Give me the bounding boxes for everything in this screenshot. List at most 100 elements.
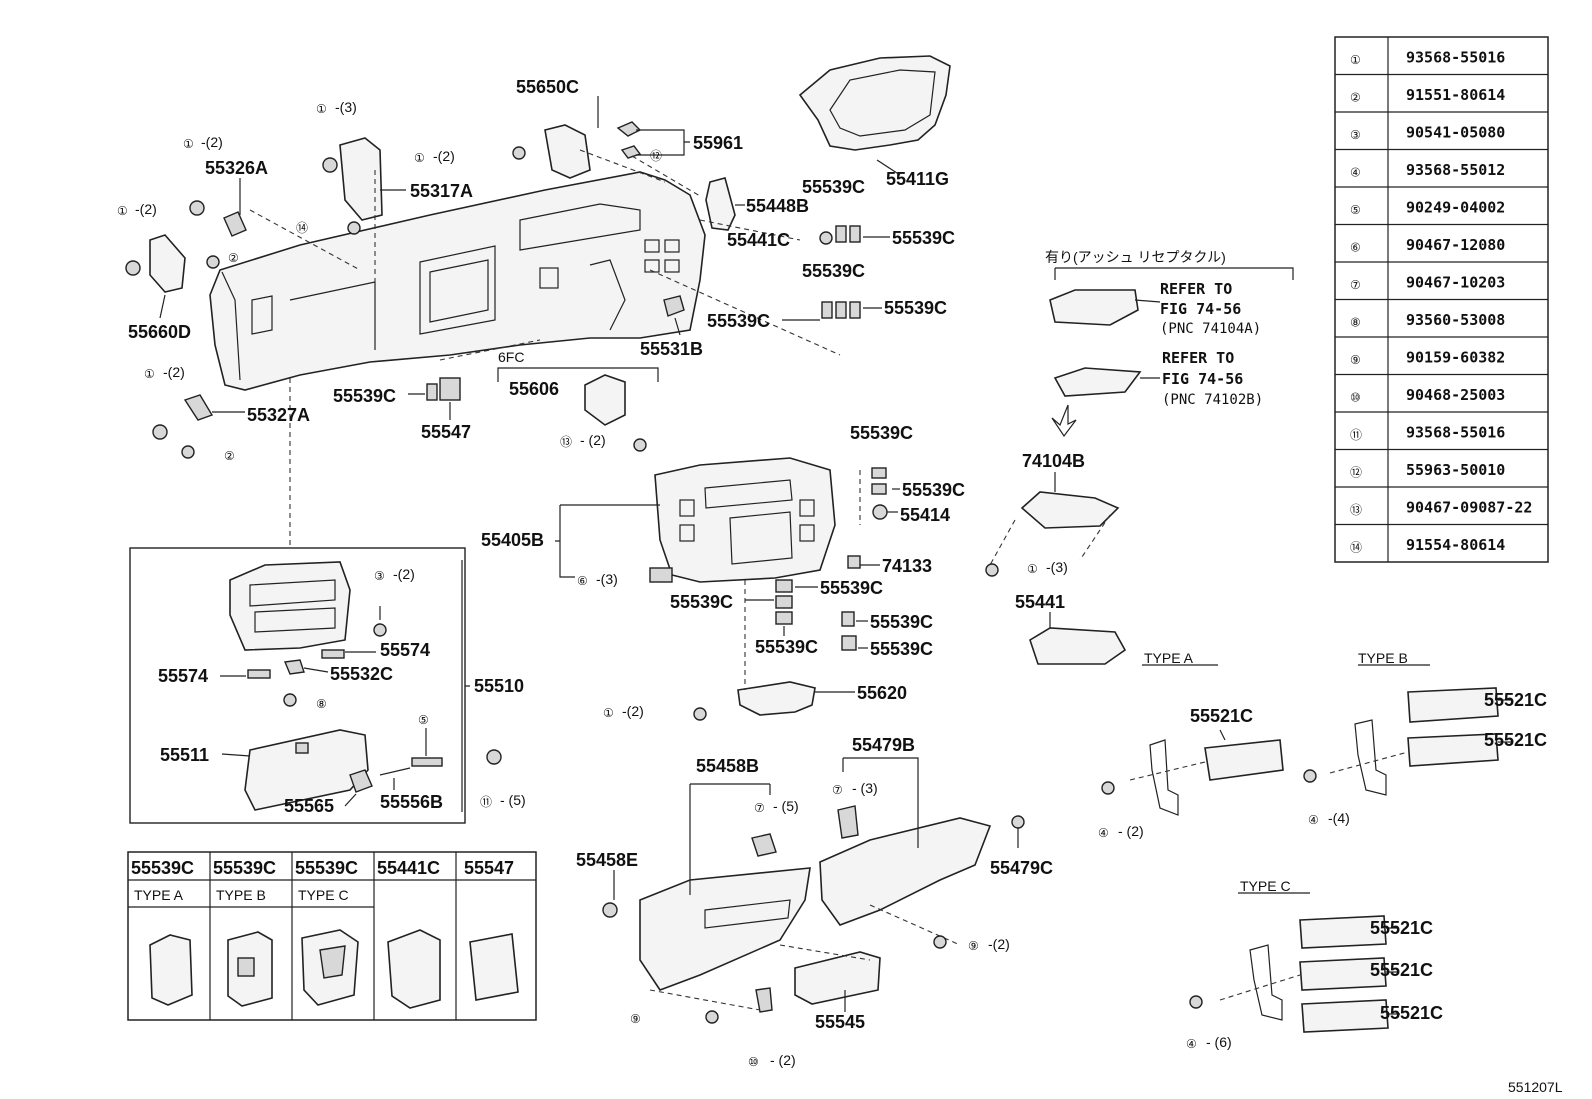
screw-cluster-6 (649, 567, 673, 583)
label-55565: 55565 (284, 796, 334, 816)
switch-55539C-b (849, 225, 861, 243)
cluster-left-slot-1 (679, 499, 695, 517)
parts-table-part-number: 93568-55016 (1406, 49, 1505, 67)
parts-table-part-number: 93568-55016 (1406, 424, 1505, 442)
dash-17 (1329, 751, 1409, 774)
plug-55539C-g (871, 467, 887, 479)
knob-55414 (872, 504, 888, 520)
screw-1d (512, 146, 526, 160)
pocket-type-b-2 (1407, 733, 1499, 767)
parts-table-part-number: 90159-60382 (1406, 349, 1505, 367)
meter-hood (798, 55, 951, 151)
callout-9-a: ⑨ (968, 939, 979, 953)
callout-11: ⑪ (480, 795, 492, 809)
parts-table-ref: ④ (1350, 166, 1361, 180)
cluster-right-slot-2 (799, 524, 815, 542)
lead-receptacle (1054, 267, 1294, 280)
callout-1-d: ① (414, 151, 425, 165)
screw-1f (985, 563, 999, 577)
glove-box-upper-slot (249, 579, 336, 607)
label-55961: 55961 (693, 133, 743, 153)
callout-5: ⑤ (418, 713, 429, 727)
cluster-right-slot-1 (799, 499, 815, 517)
variant-icon-type-b-inner (237, 957, 255, 977)
lead-55660D (159, 294, 166, 319)
callout-markers: ① -(2) ① -(2) ① -(3) ① -(2) ② ⑭ ⑫ ① -(2)… (117, 99, 1350, 1069)
panel-switch-slot-1 (539, 267, 559, 289)
parts-table-part-number: 90467-12080 (1406, 236, 1505, 254)
panel-left-vent-opening (251, 295, 273, 335)
clip-55479C (1011, 815, 1025, 829)
parts-table-part-number: 90467-10203 (1406, 274, 1505, 292)
variant-icon-type-c-inner (319, 945, 346, 979)
plug-55539C-f (426, 383, 438, 401)
glove-box-door-frame (229, 561, 351, 651)
lead-55405B (555, 504, 660, 578)
label-55539C-h: 55539C (902, 480, 965, 500)
variant-type-b: TYPE B (216, 887, 266, 903)
lead-refer-1 (1134, 299, 1161, 303)
qty-9-a: -(2) (988, 936, 1010, 952)
dash-6 (699, 219, 801, 241)
bracket-55620 (737, 681, 816, 716)
parts-table-ref: ⑦ (1350, 278, 1361, 292)
pin-5 (411, 757, 443, 767)
catch-55532C (284, 659, 305, 675)
callout-1-g: ① (603, 706, 614, 720)
label-55521C-3: 55521C (1484, 730, 1547, 750)
refer1-line3: (PNC 74104A) (1160, 321, 1261, 337)
switch-55539C-c (821, 301, 833, 319)
parts-table-part-number: 90468-25003 (1406, 386, 1505, 404)
qty-1-d: -(2) (433, 148, 455, 164)
bracket-55317A (339, 137, 383, 221)
screw-8 (283, 693, 297, 707)
lead-55521C-1 (1219, 729, 1226, 741)
variant-type-c: TYPE C (298, 887, 349, 903)
lower-panel-55479B (819, 817, 992, 926)
qty-4-a: - (2) (1118, 823, 1144, 839)
switch-55539C-e (849, 301, 861, 319)
clip-7-b (751, 833, 777, 857)
fasteners (125, 146, 1317, 1024)
dash-7 (649, 269, 841, 356)
callout-2-a: ② (228, 251, 239, 265)
screw-1g (693, 707, 707, 721)
switch-55539C-d (835, 301, 847, 319)
parts-table-ref: ⑬ (1350, 503, 1362, 517)
panel-switch-slot-2 (644, 239, 660, 253)
instrument-panel (209, 171, 706, 391)
qty-10: - (2) (770, 1052, 796, 1068)
switch-55539C-a (835, 225, 847, 243)
glove-box-latch (295, 742, 309, 754)
parts-table-part-number: 55963-50010 (1406, 461, 1505, 479)
parts-table-ref: ② (1350, 91, 1361, 105)
lock-55565 (349, 769, 373, 793)
label-55521C-2: 55521C (1484, 690, 1547, 710)
dash-14 (779, 944, 871, 961)
pocket-type-b-1 (1407, 687, 1499, 723)
pocket-type-c-2 (1299, 957, 1387, 991)
label-55532C: 55532C (330, 664, 393, 684)
callout-8: ⑧ (316, 697, 327, 711)
cluster-left-slot-2 (679, 524, 695, 542)
qty-7-a: - (5) (773, 798, 799, 814)
callout-6: ⑥ (577, 574, 588, 588)
variant-icon-type-a (149, 934, 193, 1006)
ash-box-74104B (1020, 491, 1120, 529)
lead-55511 (221, 753, 251, 757)
refer2-line1: REFER TO (1162, 349, 1234, 367)
label-55539C-b: 55539C (892, 228, 955, 248)
callout-1-f: ① (1027, 562, 1038, 576)
cover-55545 (794, 951, 881, 1005)
refer2-line3: (PNC 74102B) (1162, 392, 1263, 408)
cluster-display-opening (729, 511, 793, 565)
variant-header-2: 55539C (213, 858, 276, 878)
label-55521C-4: 55521C (1370, 918, 1433, 938)
switch-55441C (819, 231, 833, 245)
lead-55532C (303, 667, 329, 673)
callout-14: ⑭ (296, 221, 308, 235)
label-55539C-e: 55539C (707, 311, 770, 331)
center-register (544, 124, 591, 179)
